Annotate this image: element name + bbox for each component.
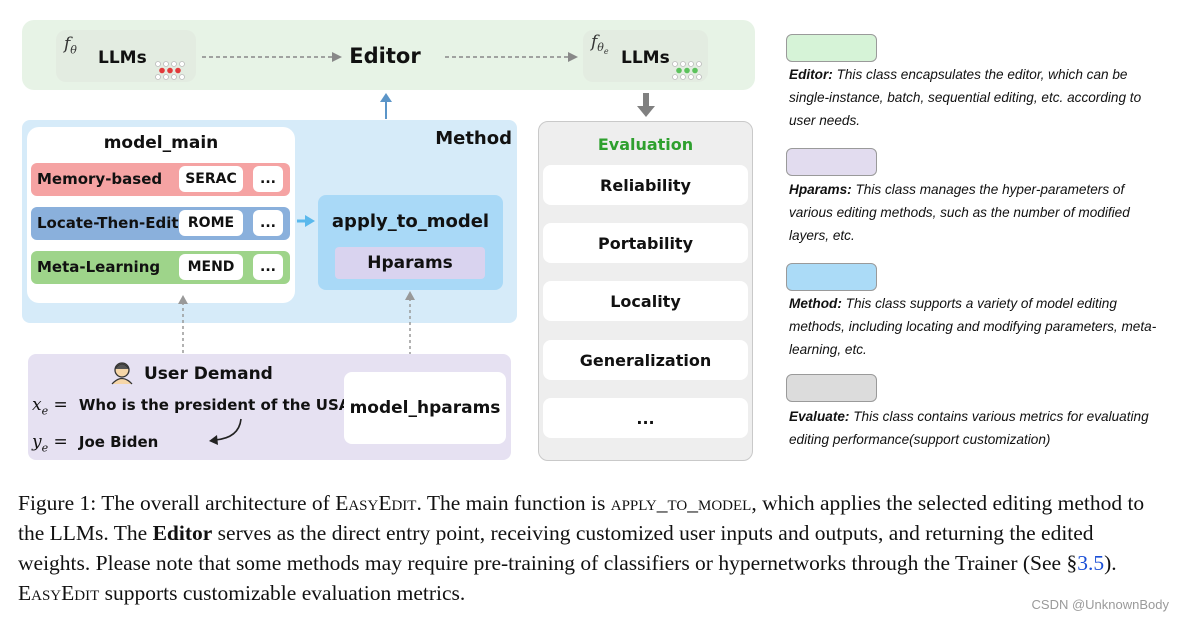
- user-demand-title: User Demand: [144, 364, 273, 384]
- method-more: ...: [253, 254, 283, 280]
- legend-hparams: Hparams: This class manages the hyper-pa…: [789, 178, 1164, 247]
- hparams-box: Hparams: [335, 247, 485, 279]
- method-more: ...: [253, 166, 283, 192]
- x-e-symbol: xe =: [32, 395, 68, 418]
- legend-term: Evaluate:: [789, 409, 850, 424]
- method-row-memory-based: Memory-based SERAC ...: [31, 163, 290, 196]
- llm-original-box: fθ LLMs: [56, 30, 196, 82]
- legend-swatch-evaluate: [786, 374, 877, 402]
- eval-item-generalization: Generalization: [543, 340, 748, 380]
- editor-flow-arrows: [202, 52, 578, 62]
- evaluation-title: Evaluation: [597, 135, 694, 154]
- question-text: Who is the president of the USA?: [78, 396, 360, 414]
- legend-evaluate: Evaluate: This class contains various me…: [789, 405, 1164, 451]
- answer-text: Joe Biden: [78, 433, 159, 451]
- caption-text: . The main function is: [416, 491, 611, 515]
- hparams-file-to-hparams-arrow: [405, 291, 415, 355]
- f-theta-symbol: fθ: [64, 34, 77, 57]
- caption-name: EasyEdit: [335, 491, 417, 515]
- caption-function: apply_to_model: [610, 491, 752, 515]
- legend-description: This class encapsulates the editor, whic…: [789, 67, 1142, 128]
- method-row-meta-learning: Meta-Learning MEND ...: [31, 251, 290, 284]
- method-row-label: Meta-Learning: [37, 258, 161, 276]
- watermark: CSDN @UnknownBody: [1031, 597, 1169, 612]
- caption-text: , which applies the selected editing met…: [18, 491, 1145, 545]
- legend-description: This class supports a variety of model e…: [789, 296, 1157, 357]
- editor-to-evaluation-arrow: [637, 93, 655, 117]
- eval-item-locality: Locality: [543, 281, 748, 321]
- legend-term: Editor:: [789, 67, 833, 82]
- legend-description: This class contains various metrics for …: [789, 409, 1149, 447]
- legend-swatch-method: [786, 263, 877, 291]
- model-hparams-box: model_hparams: [344, 372, 506, 444]
- eval-item-portability: Portability: [543, 223, 748, 263]
- method-example-mend: MEND: [179, 254, 243, 280]
- method-row-locate-then-edit: Locate-Then-Edit ROME ...: [31, 207, 290, 240]
- method-row-label: Locate-Then-Edit: [37, 214, 179, 232]
- curved-arrow-icon: [209, 418, 242, 445]
- method-title: Method: [435, 128, 512, 149]
- caption-text: ).: [1104, 551, 1117, 575]
- caption-text: serves as the direct entry point, receiv…: [18, 521, 1094, 575]
- section-reference-link[interactable]: 3.5: [1077, 551, 1105, 575]
- method-to-editor-arrow: [380, 93, 392, 119]
- caption-name: EasyEdit: [18, 581, 100, 605]
- llm-original-label: LLMs: [98, 48, 147, 68]
- question-line: xe = Who is the president of the USA?: [32, 395, 359, 417]
- legend-term: Method:: [789, 296, 842, 311]
- llm-edited-label: LLMs: [621, 48, 670, 68]
- method-row-label: Memory-based: [37, 170, 163, 188]
- figure-caption: Figure 1: The overall architecture of Ea…: [18, 488, 1168, 608]
- caption-text: supports customizable evaluation metrics…: [99, 581, 466, 605]
- model-main-title: model_main: [103, 133, 219, 153]
- apply-to-model-title: apply_to_model: [331, 211, 490, 232]
- neural-network-red-icon: [155, 61, 185, 80]
- eval-item-more: ...: [543, 398, 748, 438]
- f-theta-e-symbol: fθe: [591, 32, 609, 57]
- legend-swatch-hparams: [786, 148, 877, 176]
- caption-editor-word: Editor: [152, 521, 213, 545]
- method-more: ...: [253, 210, 283, 236]
- answer-line: ye = Joe Biden: [32, 432, 158, 454]
- method-example-serac: SERAC: [179, 166, 243, 192]
- legend-term: Hparams:: [789, 182, 852, 197]
- legend-editor: Editor: This class encapsulates the edit…: [789, 63, 1164, 132]
- legend-swatch-editor: [786, 34, 877, 62]
- model-main-to-apply-arrow: [297, 215, 315, 227]
- user-to-model-main-arrow: [178, 295, 188, 353]
- neural-network-green-icon: [672, 61, 702, 80]
- legend-method: Method: This class supports a variety of…: [789, 292, 1164, 361]
- editor-title: Editor: [349, 44, 421, 68]
- llm-edited-box: fθe LLMs: [583, 30, 708, 82]
- caption-text: Figure 1: The overall architecture of: [18, 491, 336, 515]
- y-e-symbol: ye =: [32, 432, 68, 455]
- legend-description: This class manages the hyper-parameters …: [789, 182, 1130, 243]
- user-avatar-icon: [111, 362, 133, 385]
- method-example-rome: ROME: [179, 210, 243, 236]
- eval-item-reliability: Reliability: [543, 165, 748, 205]
